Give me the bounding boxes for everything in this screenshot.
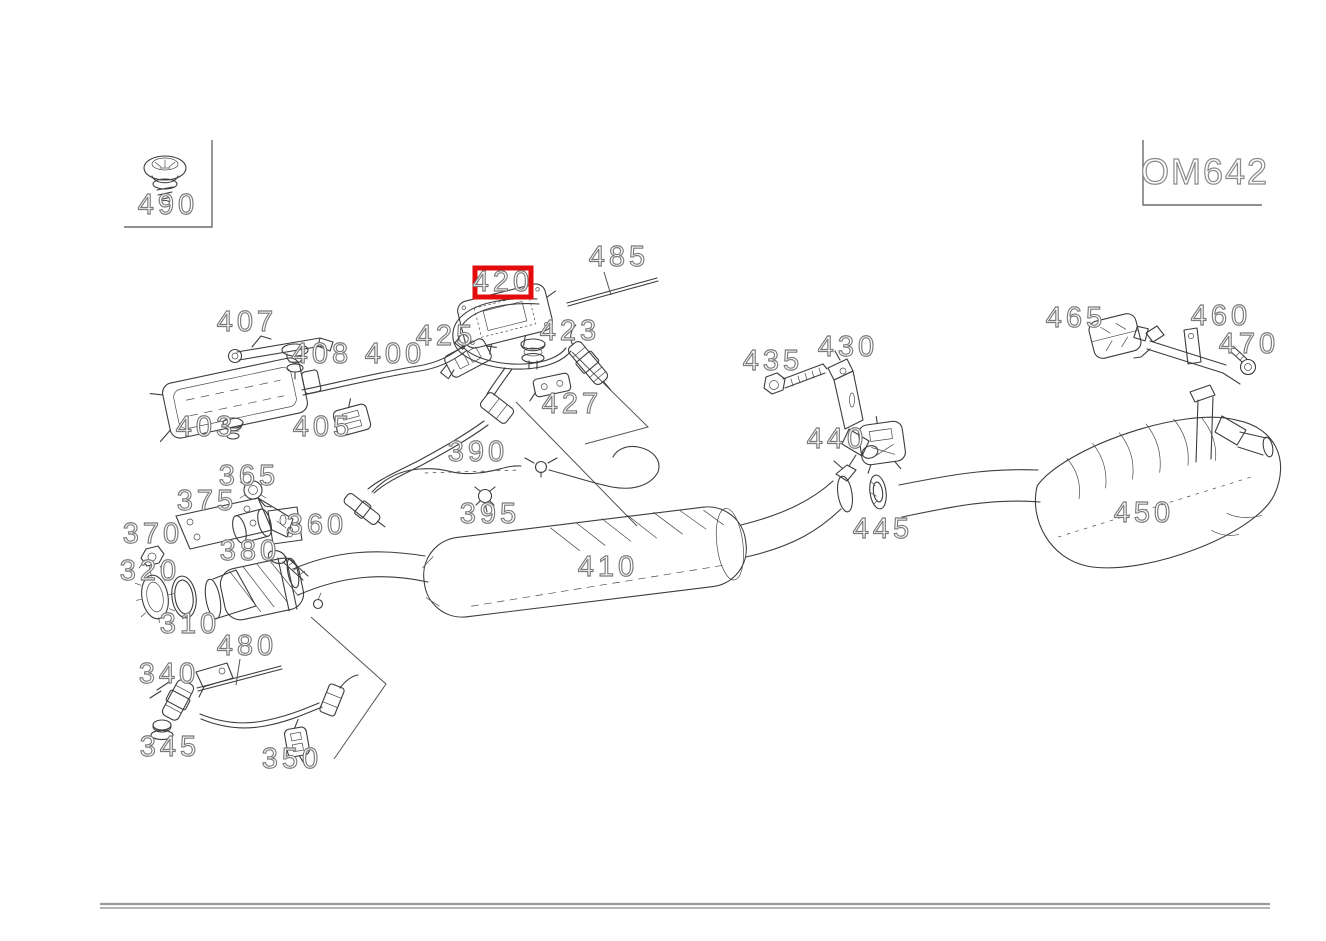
part-label-430[interactable]: 430 (817, 330, 878, 363)
screw-490-drawing (143, 155, 187, 207)
leader-340 (310, 616, 387, 760)
part-label-395[interactable]: 395 (459, 497, 520, 530)
nut-403-drawing (222, 417, 244, 440)
part-label-365[interactable]: 365 (218, 459, 279, 492)
part-label-340[interactable]: 340 (138, 657, 199, 690)
bracket-407-drawing (227, 335, 334, 364)
front-catalyst-drawing (204, 555, 324, 621)
part-label-403[interactable]: 403 (175, 410, 236, 443)
part-label-408[interactable]: 408 (291, 337, 352, 370)
front-pipe-bottom (297, 576, 429, 596)
dpf-plate-420-drawing (454, 283, 557, 355)
part-label-400[interactable]: 400 (364, 337, 425, 370)
bolt-435-drawing (763, 363, 828, 395)
part-label-445[interactable]: 445 (852, 512, 913, 545)
clamp-320-drawing (134, 571, 176, 623)
rear-muffler-450-drawing (1034, 384, 1282, 569)
module-drawing (149, 357, 322, 443)
part-label-427[interactable]: 427 (541, 387, 602, 420)
pressure-line-480-drawing (196, 658, 283, 692)
part-label-420[interactable]: 420 (472, 265, 533, 298)
gasket-310-drawing (171, 575, 197, 619)
mount-440-drawing (858, 415, 906, 474)
part-label-485[interactable]: 485 (588, 240, 649, 273)
gasket-445-drawing (869, 474, 887, 510)
inset-box-490: 490 (124, 140, 213, 228)
part-label-490[interactable]: 490 (137, 188, 198, 221)
mid-pipe-top (740, 480, 834, 526)
part-label-410[interactable]: 410 (577, 550, 638, 583)
engine-code-label: OM642 (1141, 151, 1269, 192)
part-label-435[interactable]: 435 (742, 344, 803, 377)
sensor-390-drawing (343, 445, 660, 528)
part-label-480[interactable]: 480 (216, 629, 277, 662)
part-label-320[interactable]: 320 (119, 554, 180, 587)
rear-pipe-bottom (901, 500, 1041, 518)
part-label-380[interactable]: 380 (219, 534, 280, 567)
sensor-340-drawing (149, 662, 359, 729)
clip-350-drawing (283, 718, 311, 764)
bracket-375-drawing (175, 497, 294, 550)
part-label-440[interactable]: 440 (806, 422, 867, 455)
part-label-345[interactable]: 345 (139, 730, 200, 763)
part-label-450[interactable]: 450 (1113, 496, 1174, 529)
leader-485 (603, 271, 612, 296)
part-label-350[interactable]: 350 (261, 742, 322, 775)
mid-pipe-bottom (745, 508, 842, 558)
pipe-flange (836, 475, 854, 513)
rear-pipe-top (898, 469, 1039, 486)
bottom-rule (100, 902, 1270, 909)
pipe-hanger-tab-drawing (833, 454, 857, 482)
part-label-423[interactable]: 423 (539, 314, 600, 347)
part-label-390[interactable]: 390 (447, 435, 508, 468)
title-box: OM642 (1140, 140, 1269, 206)
part-label-310[interactable]: 310 (159, 607, 220, 640)
grommet-408-drawing (281, 343, 309, 380)
nut-370-drawing (138, 545, 165, 573)
leader-423 (571, 351, 649, 445)
part-label-407[interactable]: 407 (216, 305, 277, 338)
part-label-375[interactable]: 375 (176, 484, 237, 517)
part-label-425[interactable]: 425 (415, 319, 476, 352)
grommet-423-drawing (520, 338, 546, 370)
leader-480 (235, 658, 241, 686)
temp-sensor-drawing (567, 324, 612, 391)
bolt-470-drawing (1228, 346, 1257, 376)
part-label-405[interactable]: 405 (292, 410, 353, 443)
holder-425-drawing (440, 338, 497, 380)
leader-425 (515, 401, 638, 527)
clip-405-drawing (332, 398, 372, 437)
part-label-465[interactable]: 465 (1045, 301, 1106, 334)
center-muffler-410-drawing (422, 506, 747, 618)
pressure-line-485-drawing (566, 271, 659, 307)
mount-465-drawing (1088, 313, 1149, 359)
part-label-360[interactable]: 360 (286, 508, 347, 541)
part-label-470[interactable]: 470 (1218, 327, 1279, 360)
front-pipe-top (292, 551, 426, 570)
part-label-460[interactable]: 460 (1190, 299, 1251, 332)
bracket-460-drawing (1133, 325, 1241, 385)
part-label-370[interactable]: 370 (122, 517, 183, 550)
nut-345-drawing (150, 719, 174, 741)
bolt-380-drawing (267, 549, 309, 581)
clip-395-drawing (474, 486, 496, 513)
selected-part-highlight-box (472, 265, 534, 300)
boss-427-drawing (529, 372, 572, 402)
mount-360-drawing (232, 506, 303, 545)
